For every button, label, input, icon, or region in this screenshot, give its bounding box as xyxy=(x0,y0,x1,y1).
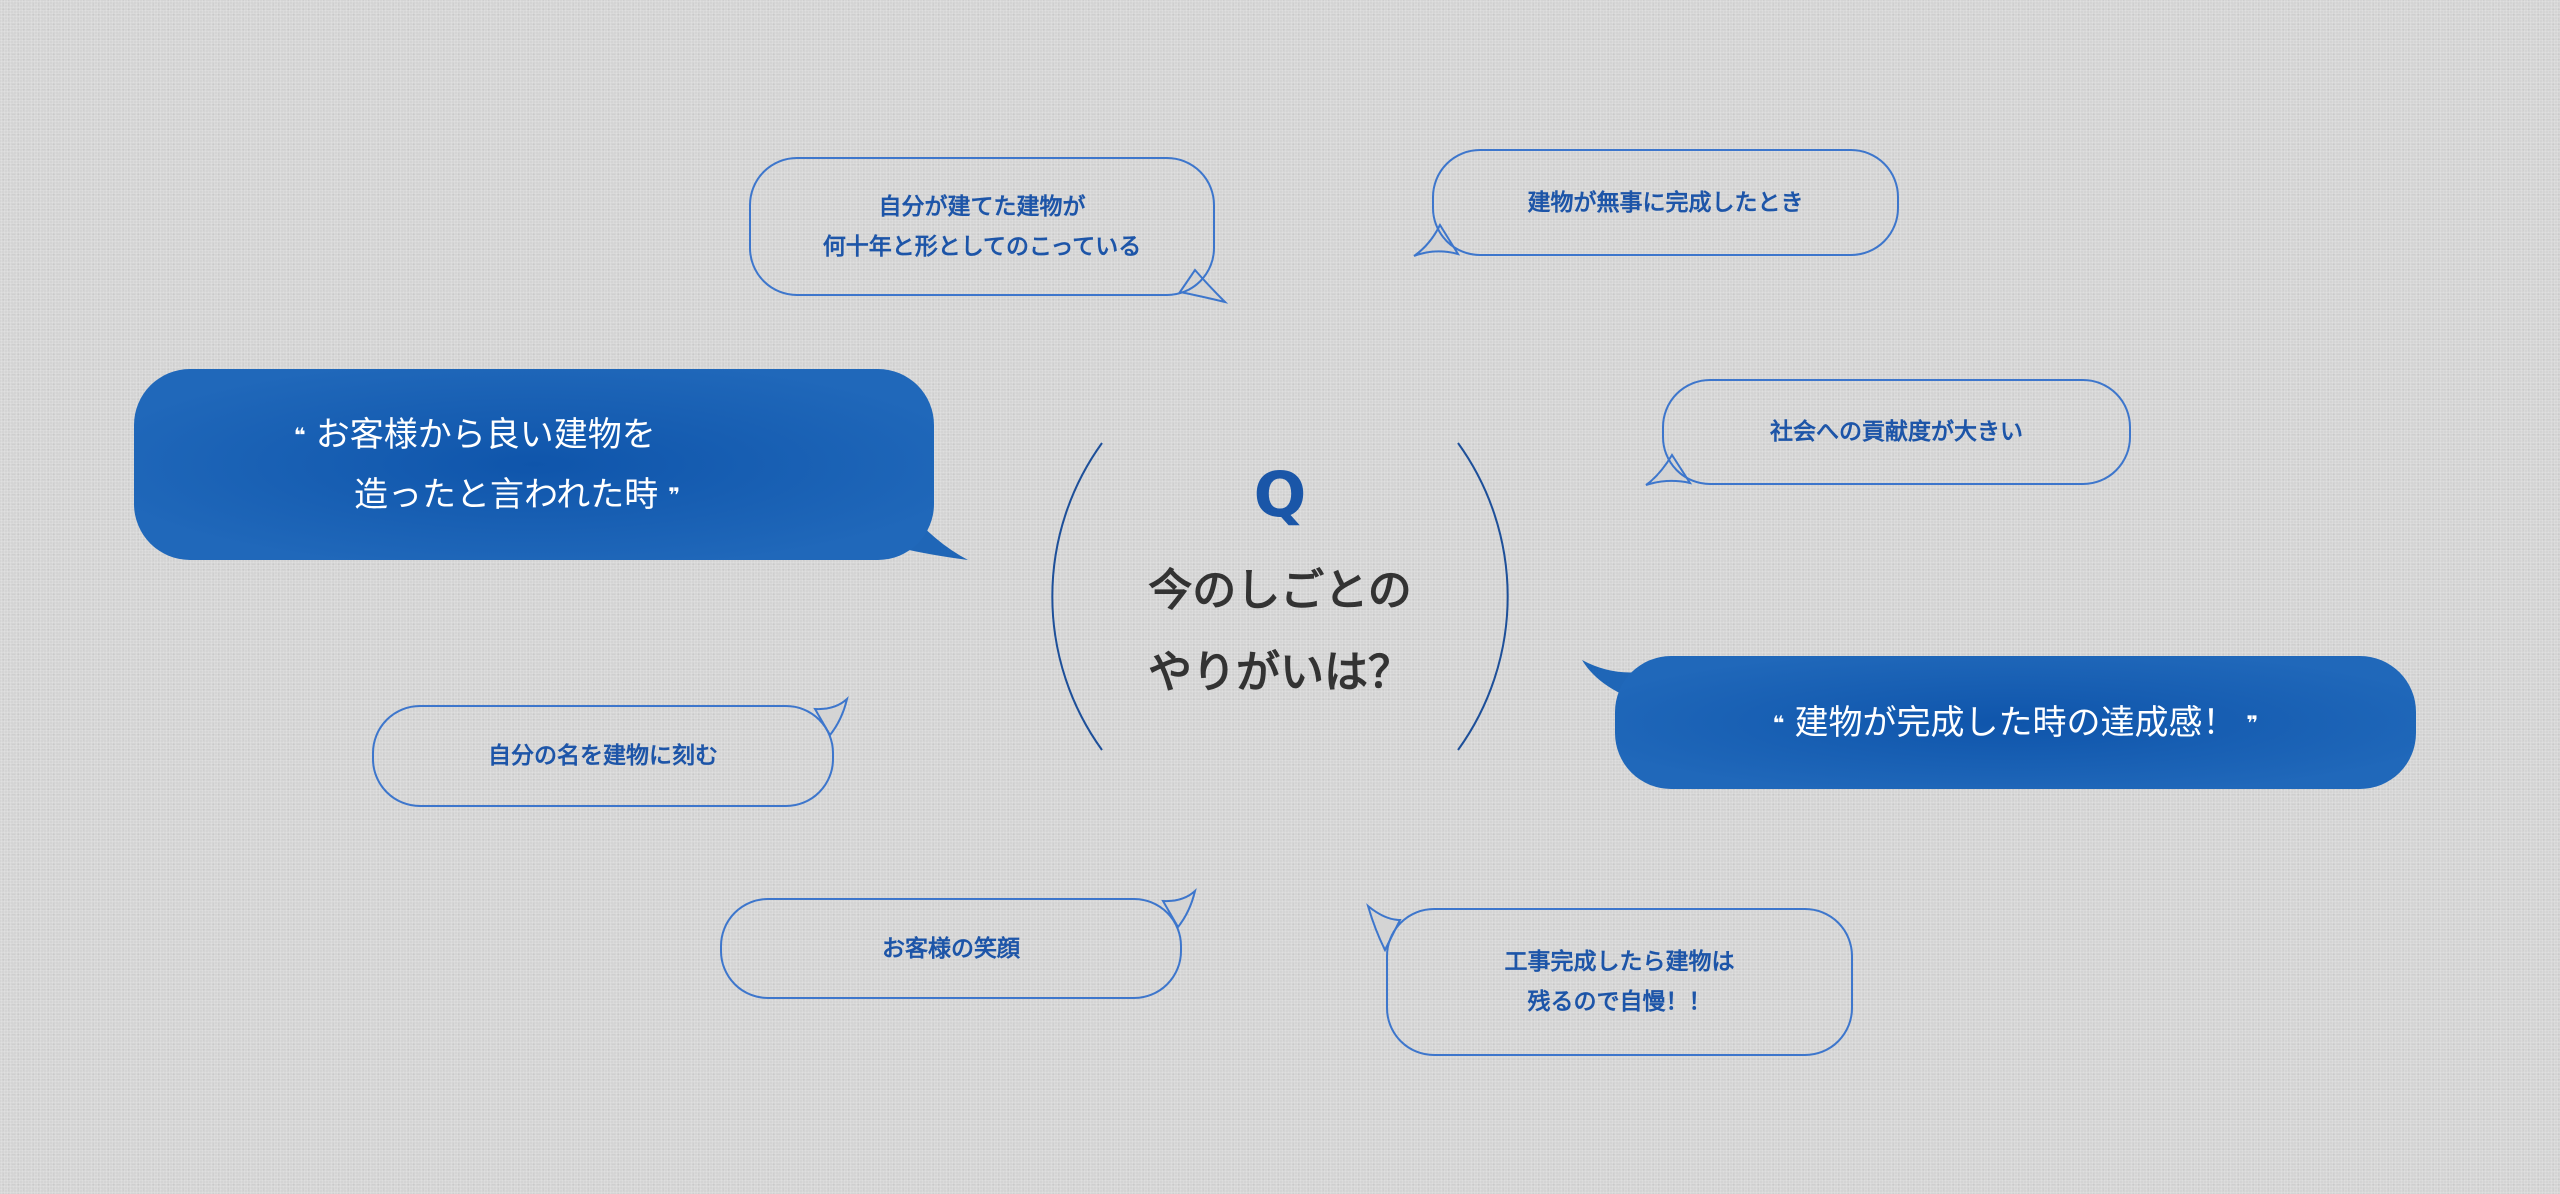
question-line: 今のしごとの xyxy=(1148,565,1412,616)
answer-text: 社会への貢献度が大きい xyxy=(1770,419,2023,445)
bubble-tail xyxy=(1161,888,1197,929)
bubble-tail xyxy=(900,500,968,560)
highlight-text: 造ったと言われた時 xyxy=(354,474,659,515)
close-quote-icon: ❞ xyxy=(2246,710,2259,735)
answer-text: 建物が無事に完成したとき xyxy=(1527,189,1804,216)
left-arc xyxy=(1051,442,1103,751)
highlight-text: 建物が完成した時の達成感！ xyxy=(1794,702,2237,743)
answer-text: 自分の名を建物に刻む xyxy=(488,743,718,769)
bubble-tail xyxy=(1645,453,1693,486)
question-line: やりがいは？ xyxy=(1148,647,1412,698)
highlight-bubble: ❝ お客様から良い建物を 造ったと言われた時 ❞ xyxy=(134,369,934,560)
bubble-tail xyxy=(813,696,849,737)
answer-text: 工事完成したら建物は xyxy=(1504,949,1735,975)
highlight-text: お客様から良い建物を xyxy=(315,414,656,455)
close-quote-icon: ❞ xyxy=(668,482,681,507)
open-quote-icon: ❝ xyxy=(1772,710,1785,735)
bubble-tail xyxy=(1413,222,1461,257)
answer-bubble: 自分が建てた建物が 何十年と形としてのこっている xyxy=(749,157,1215,296)
answer-text: 残るので自慢！！ xyxy=(1527,989,1712,1015)
answer-bubble: 社会への貢献度が大きい xyxy=(1662,379,2131,485)
answer-text: 自分が建てた建物が xyxy=(878,193,1086,220)
highlight-bubble: ❝ 建物が完成した時の達成感！ ❞ xyxy=(1615,656,2416,789)
right-arc xyxy=(1457,442,1509,751)
answer-bubble: 工事完成したら建物は 残るので自慢！！ xyxy=(1386,908,1853,1056)
answer-bubble: 建物が無事に完成したとき xyxy=(1432,149,1899,256)
answer-bubble: 自分の名を建物に刻む xyxy=(372,705,834,807)
answer-bubble: お客様の笑顔 xyxy=(720,898,1182,999)
bubble-tail xyxy=(1366,903,1402,953)
answer-text: 何十年と形としてのこっている xyxy=(822,233,1142,260)
open-quote-icon: ❝ xyxy=(294,422,306,447)
question-title: 今のしごとの やりがいは？ xyxy=(1080,550,1480,714)
answer-text: お客様の笑顔 xyxy=(882,935,1020,962)
question-mark-q: Q xyxy=(1253,458,1307,531)
